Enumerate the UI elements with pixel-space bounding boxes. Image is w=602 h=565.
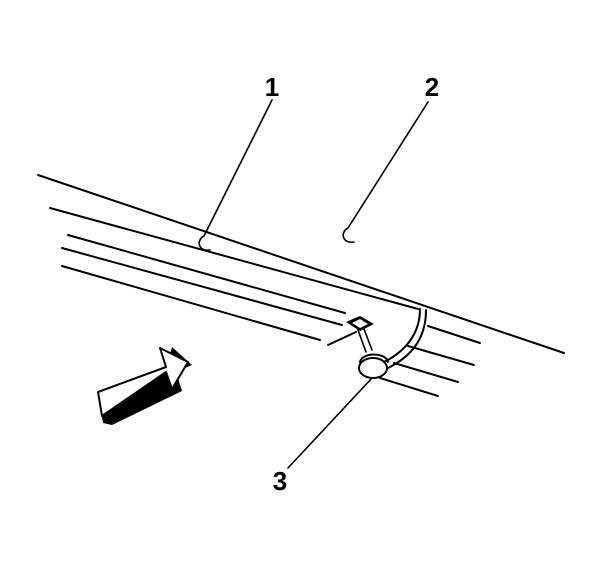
arrow-face — [97, 347, 189, 417]
molding-line-3 — [61, 265, 321, 341]
leader-lines — [198, 99, 429, 469]
panel-lines — [37, 174, 565, 397]
right-line-1 — [427, 325, 481, 344]
molding-end-line — [327, 331, 357, 346]
wire-outer — [383, 308, 421, 363]
connector-body — [358, 357, 388, 379]
connector — [358, 353, 389, 379]
clip-stem — [357, 328, 373, 353]
leader-line-3 — [287, 377, 373, 469]
panel-outer-edge — [37, 174, 565, 354]
right-line-3 — [393, 362, 459, 383]
clip-fastener — [346, 316, 374, 353]
callout-1: 1 — [265, 72, 279, 102]
molding-line-1 — [67, 234, 346, 314]
leader-hook-1 — [198, 235, 211, 251]
leader-hook-2 — [342, 227, 355, 243]
right-line-4 — [379, 377, 439, 397]
right-line-2 — [407, 345, 475, 366]
wire-inner — [387, 309, 427, 369]
panel-upper-edge — [49, 207, 419, 310]
molding-line-2 — [61, 247, 343, 326]
arrow-right-icon — [97, 347, 192, 425]
wire-harness — [383, 308, 427, 369]
clip-hole — [352, 319, 368, 328]
callout-3: 3 — [273, 466, 287, 496]
leader-line-2 — [347, 101, 429, 229]
callout-2: 2 — [425, 72, 439, 102]
connector-top — [359, 353, 389, 363]
leader-line-1 — [203, 99, 273, 237]
